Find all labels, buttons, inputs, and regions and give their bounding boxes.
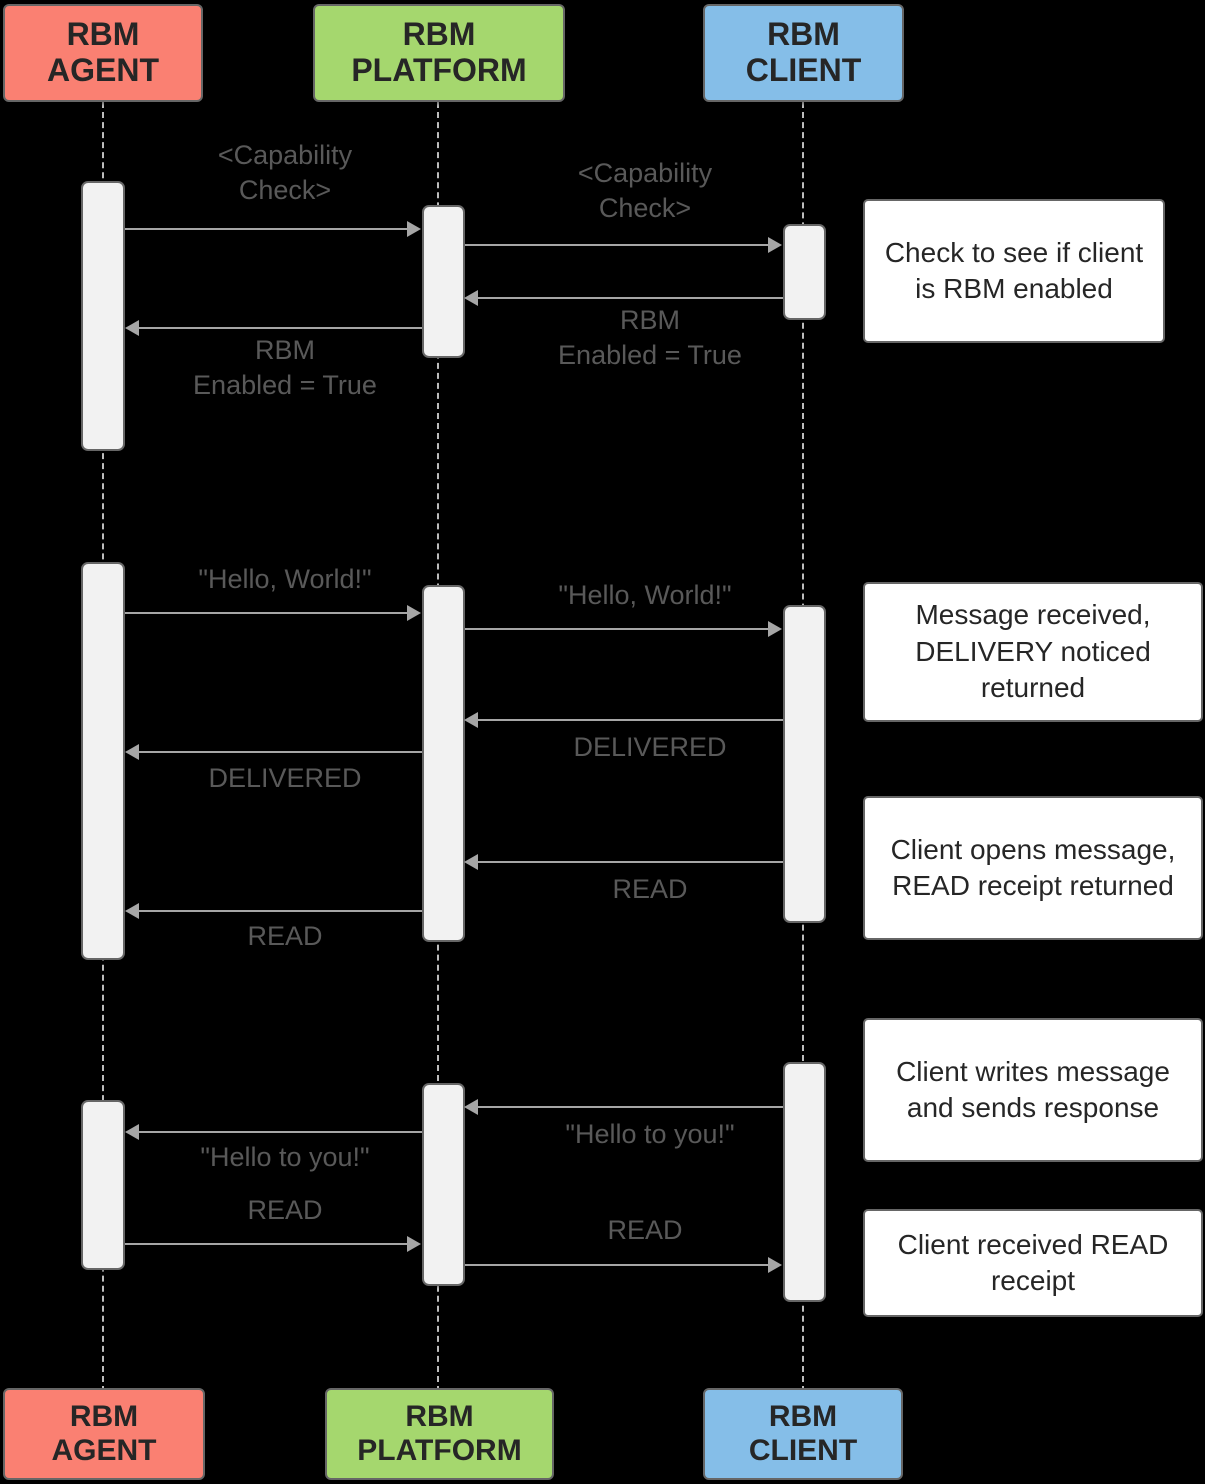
activation-platform-1 bbox=[422, 205, 465, 358]
message-label-m8: DELIVERED bbox=[208, 763, 362, 793]
activation-client-3 bbox=[783, 1062, 826, 1302]
participant-footer-client[interactable]: RBM CLIENT bbox=[703, 1388, 903, 1480]
participant-footer-agent[interactable]: RBM AGENT bbox=[3, 1388, 205, 1480]
message-label-m5: "Hello, World!" bbox=[198, 564, 372, 594]
message-line-m14 bbox=[465, 1264, 769, 1266]
participant-header-platform-line1: RBM bbox=[402, 16, 476, 53]
message-arrowhead-m12 bbox=[125, 1124, 139, 1140]
message-line-m1 bbox=[125, 228, 409, 230]
note-client-received-read: Client received READ receipt bbox=[863, 1209, 1203, 1317]
message-line-m12 bbox=[139, 1131, 422, 1133]
participant-header-client[interactable]: RBM CLIENT bbox=[703, 4, 904, 102]
message-line-m9 bbox=[478, 861, 783, 863]
message-label-m14: READ bbox=[607, 1215, 683, 1245]
message-line-m5 bbox=[125, 612, 409, 614]
activation-client-2 bbox=[783, 605, 826, 923]
participant-footer-client-line1: RBM bbox=[768, 1400, 838, 1434]
message-label-m1: <Capability Check> bbox=[217, 140, 353, 205]
message-line-m3 bbox=[478, 297, 783, 299]
note-client-writes-message: Client writes message and sends response bbox=[863, 1018, 1203, 1162]
message-arrowhead-m4 bbox=[125, 320, 139, 336]
message-label-m2: <Capability Check> bbox=[577, 158, 713, 223]
activation-platform-3 bbox=[422, 1083, 465, 1286]
message-label-m11: "Hello to you!" bbox=[565, 1119, 735, 1149]
message-arrowhead-m14 bbox=[768, 1257, 782, 1273]
message-arrowhead-m13 bbox=[407, 1236, 421, 1252]
message-label-m3: RBM Enabled = True bbox=[558, 305, 742, 370]
message-label-m7: DELIVERED bbox=[573, 732, 727, 762]
message-arrowhead-m1 bbox=[407, 221, 421, 237]
activation-platform-2 bbox=[422, 585, 465, 942]
message-label-m12: "Hello to you!" bbox=[200, 1142, 370, 1172]
participant-header-agent-line1: RBM bbox=[66, 16, 140, 53]
message-line-m6 bbox=[465, 628, 769, 630]
message-arrowhead-m7 bbox=[464, 712, 478, 728]
participant-footer-agent-line1: RBM bbox=[69, 1400, 139, 1434]
message-line-m11 bbox=[478, 1106, 783, 1108]
message-line-m13 bbox=[125, 1243, 409, 1245]
participant-header-agent[interactable]: RBM AGENT bbox=[3, 4, 203, 102]
activation-agent-2 bbox=[81, 562, 125, 960]
message-label-m4: RBM Enabled = True bbox=[193, 335, 377, 400]
participant-header-agent-line2: AGENT bbox=[47, 52, 159, 88]
participant-header-platform-line2: PLATFORM bbox=[351, 52, 527, 88]
participant-header-client-line2: CLIENT bbox=[745, 52, 862, 88]
note-client-opens-message: Client opens message, READ receipt retur… bbox=[863, 796, 1203, 940]
participant-footer-platform[interactable]: RBM PLATFORM bbox=[325, 1388, 554, 1480]
note-message-received: Message received, DELIVERY noticed retur… bbox=[863, 582, 1203, 722]
message-arrowhead-m5 bbox=[407, 605, 421, 621]
message-arrowhead-m3 bbox=[464, 290, 478, 306]
message-line-m10 bbox=[139, 910, 422, 912]
participant-footer-platform-line2: PLATFORM bbox=[357, 1434, 522, 1467]
note-capability-check: Check to see if client is RBM enabled bbox=[863, 199, 1165, 343]
participant-header-client-line1: RBM bbox=[767, 16, 840, 53]
participant-footer-agent-line2: AGENT bbox=[51, 1434, 157, 1467]
message-arrowhead-m11 bbox=[464, 1099, 478, 1115]
activation-client-1 bbox=[783, 224, 826, 320]
message-line-m8 bbox=[139, 751, 422, 753]
message-arrowhead-m10 bbox=[125, 903, 139, 919]
message-label-m9: READ bbox=[612, 874, 688, 904]
message-arrowhead-m2 bbox=[768, 237, 782, 253]
message-arrowhead-m8 bbox=[125, 744, 139, 760]
participant-header-platform[interactable]: RBM PLATFORM bbox=[313, 4, 565, 102]
message-label-m10: READ bbox=[247, 921, 323, 951]
activation-agent-1 bbox=[81, 181, 125, 451]
message-line-m7 bbox=[478, 719, 783, 721]
activation-agent-3 bbox=[81, 1100, 125, 1270]
message-label-m6: "Hello, World!" bbox=[558, 580, 732, 610]
message-arrowhead-m6 bbox=[768, 621, 782, 637]
message-arrowhead-m9 bbox=[464, 854, 478, 870]
message-line-m4 bbox=[139, 327, 422, 329]
message-line-m2 bbox=[465, 244, 769, 246]
participant-footer-client-line2: CLIENT bbox=[748, 1434, 858, 1467]
participant-footer-platform-line1: RBM bbox=[405, 1400, 474, 1434]
message-label-m13: READ bbox=[247, 1195, 323, 1225]
